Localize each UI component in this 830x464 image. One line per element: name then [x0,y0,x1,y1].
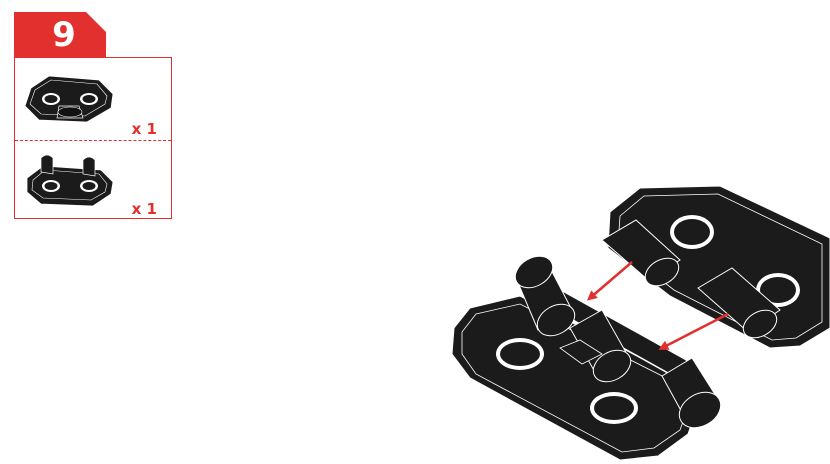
part-thumbnail-hinge-outer [21,148,116,210]
hinge-half-back [602,186,830,348]
parts-divider [15,140,171,141]
hinge-assembly-illustration [430,178,830,464]
part-quantity: x 1 [132,120,157,138]
assembly-arrow [590,262,632,298]
step-number: 9 [44,15,84,55]
step-tab: 9 [14,12,106,57]
part-quantity: x 1 [132,200,157,218]
part-thumbnail-hinge-center [21,66,116,128]
parts-list: x 1 x 1 [14,57,172,219]
assembly-arrow [662,314,728,348]
